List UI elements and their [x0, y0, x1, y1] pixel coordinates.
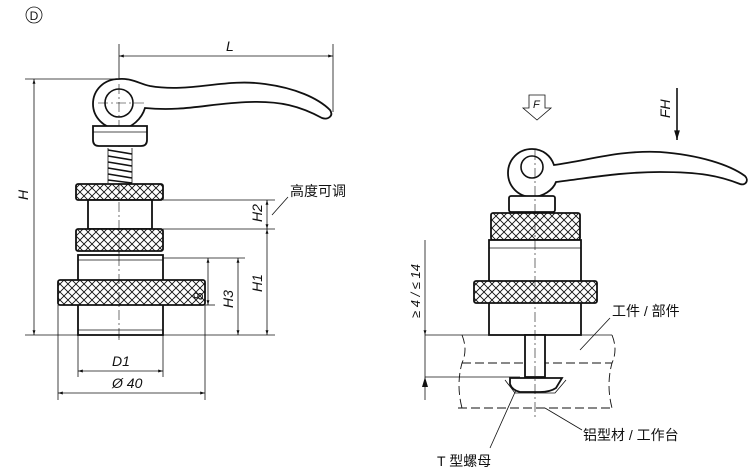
force-F-label: F	[533, 99, 541, 111]
label-height-adjustable: 高度可调	[290, 183, 346, 199]
t-nut	[509, 377, 564, 393]
label-workpiece: 工件 / 部件	[612, 303, 680, 319]
view-marker: D	[25, 6, 43, 24]
knurled-nut-right	[490, 212, 581, 241]
label-t-nut: T 型螺母	[437, 453, 491, 469]
dim-H1-label: H1	[249, 274, 265, 292]
dim-8-label: 8	[190, 292, 206, 300]
dim-dia40-label: Ø 40	[111, 375, 143, 391]
dim-D1-label: D1	[112, 353, 130, 369]
left-view: L H	[15, 38, 346, 400]
washer-right	[508, 195, 556, 213]
dim-H2-label: H2	[249, 204, 265, 222]
washer	[92, 125, 148, 147]
dim-L-label: L	[226, 38, 234, 54]
label-profile: 铝型材 / 工作台	[583, 427, 679, 443]
force-F-arrow	[521, 94, 553, 121]
dim-H3-label: H3	[220, 290, 236, 308]
knurled-ring-right	[473, 280, 598, 304]
knurled-ring	[57, 279, 206, 306]
sleeve	[87, 199, 153, 230]
cam-lever	[92, 78, 333, 130]
force-FH-label: FH	[657, 98, 673, 118]
cam-lever-right	[507, 148, 748, 198]
dim-H-label: H	[15, 189, 31, 200]
spring	[107, 147, 133, 184]
knurled-nut-lower	[75, 228, 164, 252]
knurled-nut-upper	[75, 183, 164, 201]
clamp-range-label: ≥ 4 / ≤ 14	[408, 264, 423, 318]
right-view: F FH ≥ 4 / ≤ 14 工件 / 部件 铝型材 /	[408, 88, 748, 469]
svg-text:D: D	[30, 9, 39, 23]
